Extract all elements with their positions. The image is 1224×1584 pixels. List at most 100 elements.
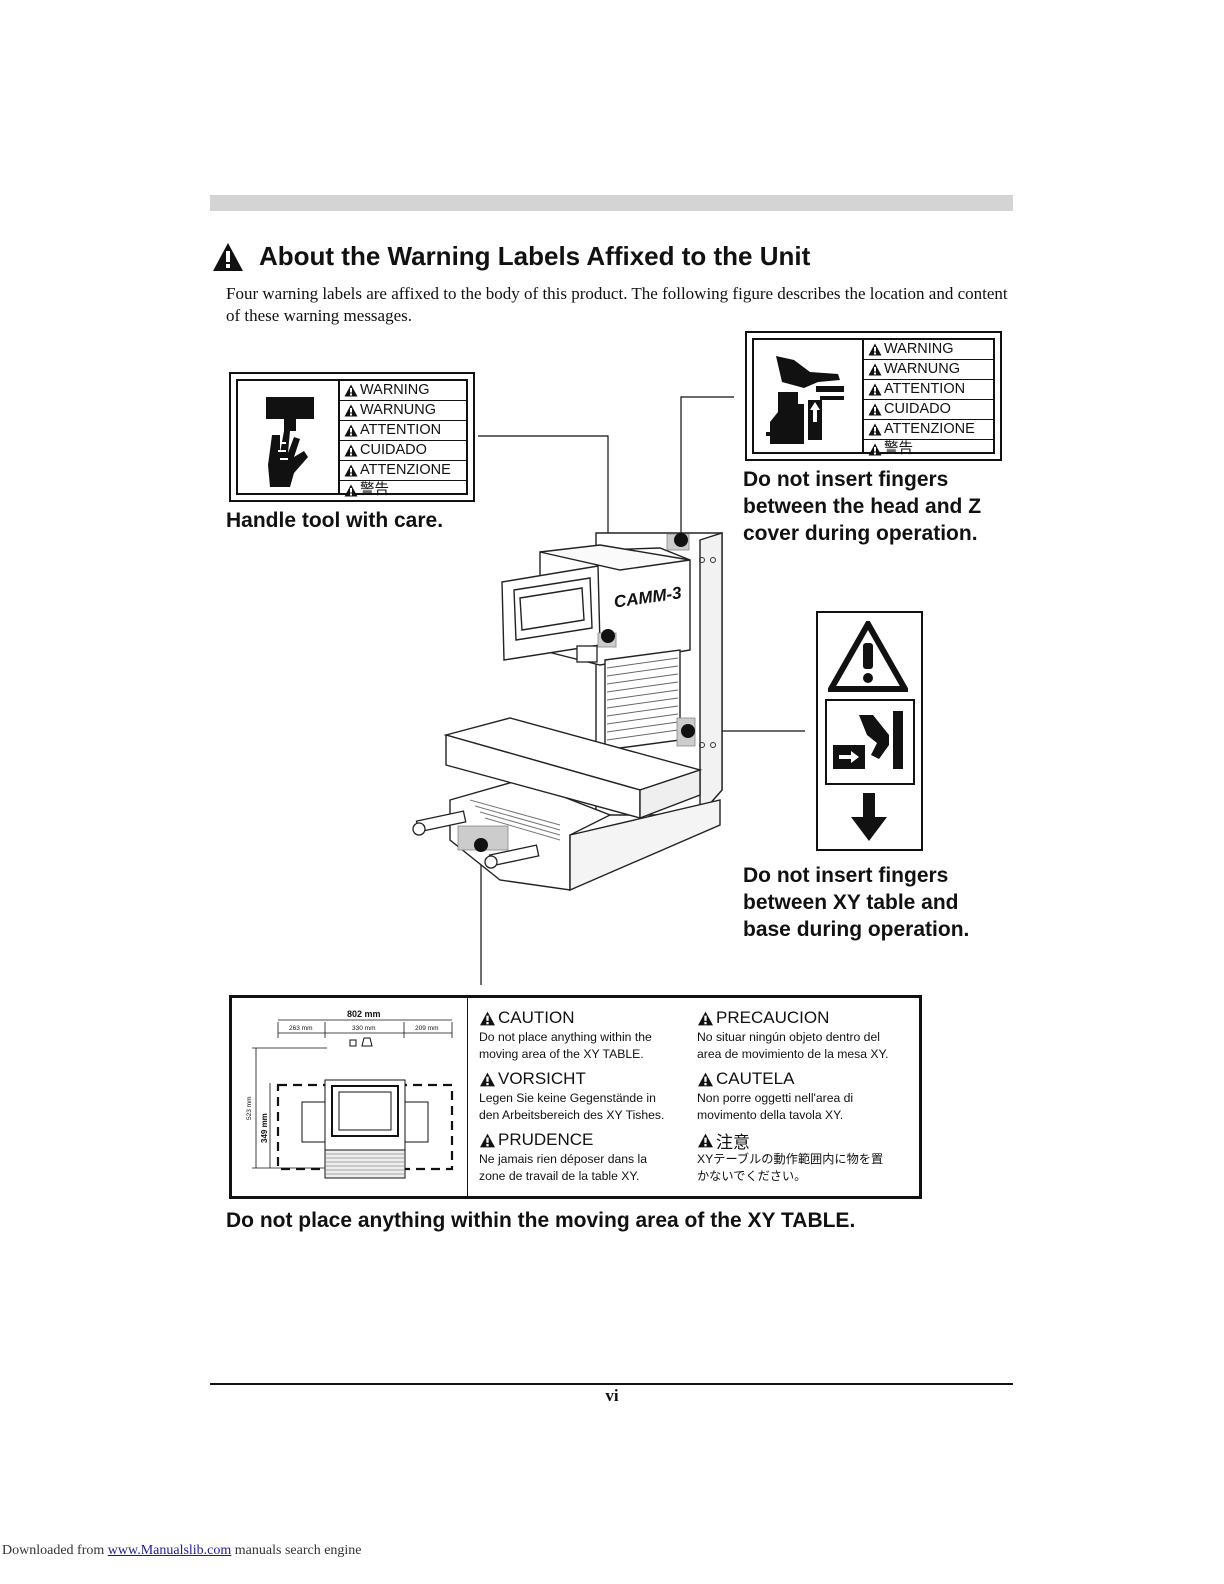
caption-head-z-cover: Do not insert fingers between the head a… xyxy=(743,468,982,545)
warning-triangle-icon xyxy=(344,464,358,477)
caption-handle-tool: Handle tool with care. xyxy=(226,509,444,532)
label-language-text: ATTENZIONE xyxy=(884,421,975,437)
label-xy-table-caution: 802 mm 263 mm 330 mm 209 mm 523 mm 349 m… xyxy=(229,995,922,1199)
label-language-text: 警告 xyxy=(360,482,389,498)
warning-triangle-icon xyxy=(344,424,358,437)
caution-heading-text: CAUTELA xyxy=(716,1069,795,1088)
download-footer: Downloaded from www.Manualslib.com manua… xyxy=(2,1543,362,1558)
warning-triangle-icon xyxy=(868,363,882,376)
label-language-row: 警告 xyxy=(340,481,466,500)
page-number: vi xyxy=(605,1386,619,1405)
caution-text-line: Do not place anything within the xyxy=(479,1030,652,1044)
caution-text-line: movimento della tavola XY. xyxy=(697,1108,844,1122)
label-language-row: ATTENTION xyxy=(340,421,466,441)
warning-triangle-icon xyxy=(828,621,908,692)
caution-block: PRUDENCE Ne jamais rien déposer dans la zo… xyxy=(479,1130,694,1184)
caution-text-line: Non porre oggetti nell'area di xyxy=(697,1091,854,1105)
label-language-row: ATTENTION xyxy=(864,380,993,400)
label-language-text: WARNUNG xyxy=(884,361,960,377)
intro-paragraph: Four warning labels are affixed to the b… xyxy=(226,284,1008,325)
warning-triangle-icon xyxy=(868,443,882,456)
label-language-row: CUIDADO xyxy=(340,441,466,461)
caution-heading: 注意 xyxy=(697,1130,912,1152)
down-arrow-icon xyxy=(851,793,887,841)
caution-heading-text: PRECAUCION xyxy=(716,1008,830,1027)
caution-text-line: No situar ningún objeto dentro del xyxy=(697,1030,880,1044)
label-language-text: ATTENTION xyxy=(884,381,966,397)
caution-heading: CAUTELA xyxy=(697,1069,912,1089)
warning-triangle-icon xyxy=(868,343,882,356)
label-language-list: WARNING WARNUNG ATTENTION CUIDADO ATTENZIONE… xyxy=(338,381,466,498)
svg-text:263 mm: 263 mm xyxy=(289,1025,312,1032)
hand-pinch-icon xyxy=(833,711,903,769)
hand-pinch-icon xyxy=(766,356,844,444)
warning-triangle-icon xyxy=(480,1133,495,1147)
label-language-row: ATTENZIONE xyxy=(864,420,993,440)
caution-heading: PRECAUCION xyxy=(697,1008,912,1028)
label-language-text: ATTENZIONE xyxy=(360,462,451,478)
leader-line-head xyxy=(680,396,734,540)
caption-xy-base: Do not insert fingers between XY table a… xyxy=(743,864,970,941)
warning-triangle-icon xyxy=(868,383,882,396)
caution-heading: CAUTION xyxy=(479,1008,694,1028)
caution-block: VORSICHT Legen Sie keine Gegenstände in de… xyxy=(479,1069,694,1123)
label-language-text: WARNUNG xyxy=(360,402,436,418)
label-language-text: WARNING xyxy=(884,341,954,357)
svg-text:209 mm: 209 mm xyxy=(415,1025,438,1032)
caution-heading-text: PRUDENCE xyxy=(498,1130,594,1149)
xy-area-diagram: 802 mm 263 mm 330 mm 209 mm 523 mm 349 m… xyxy=(232,998,468,1196)
svg-text:349 mm: 349 mm xyxy=(260,1113,269,1143)
caution-block: PRECAUCION No situar ningún objeto dentro… xyxy=(697,1008,912,1062)
label-language-row: WARNING xyxy=(864,340,993,360)
warning-triangle-icon xyxy=(213,243,243,271)
label-language-row: 警告 xyxy=(864,440,993,459)
warning-triangle-icon xyxy=(344,484,358,497)
label-handle-tool: WARNING WARNUNG ATTENTION CUIDADO ATTENZIONE… xyxy=(229,372,475,502)
svg-text:523 mm: 523 mm xyxy=(246,1097,253,1120)
svg-text:330 mm: 330 mm xyxy=(352,1025,375,1032)
warning-triangle-icon xyxy=(698,1072,713,1086)
warning-triangle-icon xyxy=(480,1072,495,1086)
caption-xy-table: Do not place anything within the moving … xyxy=(226,1209,856,1232)
caution-text-line: zone de travail de la table XY. xyxy=(479,1169,640,1183)
label-language-text: 警告 xyxy=(884,441,913,457)
warning-triangle-icon xyxy=(344,444,358,457)
warning-triangle-icon xyxy=(698,1011,713,1025)
caution-heading: VORSICHT xyxy=(479,1069,694,1089)
caution-heading-text: CAUTION xyxy=(498,1008,575,1027)
warning-triangle-icon xyxy=(868,403,882,416)
label-xy-base xyxy=(816,611,923,851)
label-language-row: ATTENZIONE xyxy=(340,461,466,481)
caution-block: CAUTELA Non porre oggetti nell'area di mov… xyxy=(697,1069,912,1123)
label-head-z-cover: WARNING WARNUNG ATTENTION CUIDADO ATTENZIONE… xyxy=(745,331,1002,461)
caution-text-line: XYテーブルの動作範囲内に物を置 xyxy=(697,1152,884,1166)
tool-hand-icon xyxy=(266,397,314,487)
warning-triangle-icon xyxy=(344,384,358,397)
label-language-row: WARNUNG xyxy=(864,360,993,380)
label-language-row: WARNUNG xyxy=(340,401,466,421)
label-language-text: CUIDADO xyxy=(360,442,427,458)
caution-text-line: den Arbeitsbereich des XY Tishes. xyxy=(479,1108,665,1122)
caution-heading: PRUDENCE xyxy=(479,1130,694,1150)
footer-rule xyxy=(210,1383,1013,1385)
caution-text-line: Legen Sie keine Gegenstände in xyxy=(479,1091,656,1105)
manualslib-link[interactable]: www.Manualslib.com xyxy=(107,1543,232,1558)
caution-text-line: Ne jamais rien déposer dans la xyxy=(479,1152,648,1166)
warning-triangle-icon xyxy=(698,1133,713,1147)
caution-text-line: moving area of the XY TABLE. xyxy=(479,1047,644,1061)
warning-triangle-icon xyxy=(344,404,358,417)
caution-heading-text: VORSICHT xyxy=(498,1069,586,1088)
svg-text:802 mm: 802 mm xyxy=(347,1009,381,1019)
label-language-text: WARNING xyxy=(360,382,430,398)
pinch-symbol-box xyxy=(825,699,915,785)
warning-triangle-icon xyxy=(480,1011,495,1025)
label-language-text: ATTENTION xyxy=(360,422,442,438)
warning-triangle-icon xyxy=(868,423,882,436)
label-language-row: CUIDADO xyxy=(864,400,993,420)
caution-text-line: かないでください。 xyxy=(697,1169,807,1183)
label-language-text: CUIDADO xyxy=(884,401,951,417)
caution-text-line: area de movimiento de la mesa XY. xyxy=(697,1047,889,1061)
header-bar xyxy=(210,195,1013,211)
